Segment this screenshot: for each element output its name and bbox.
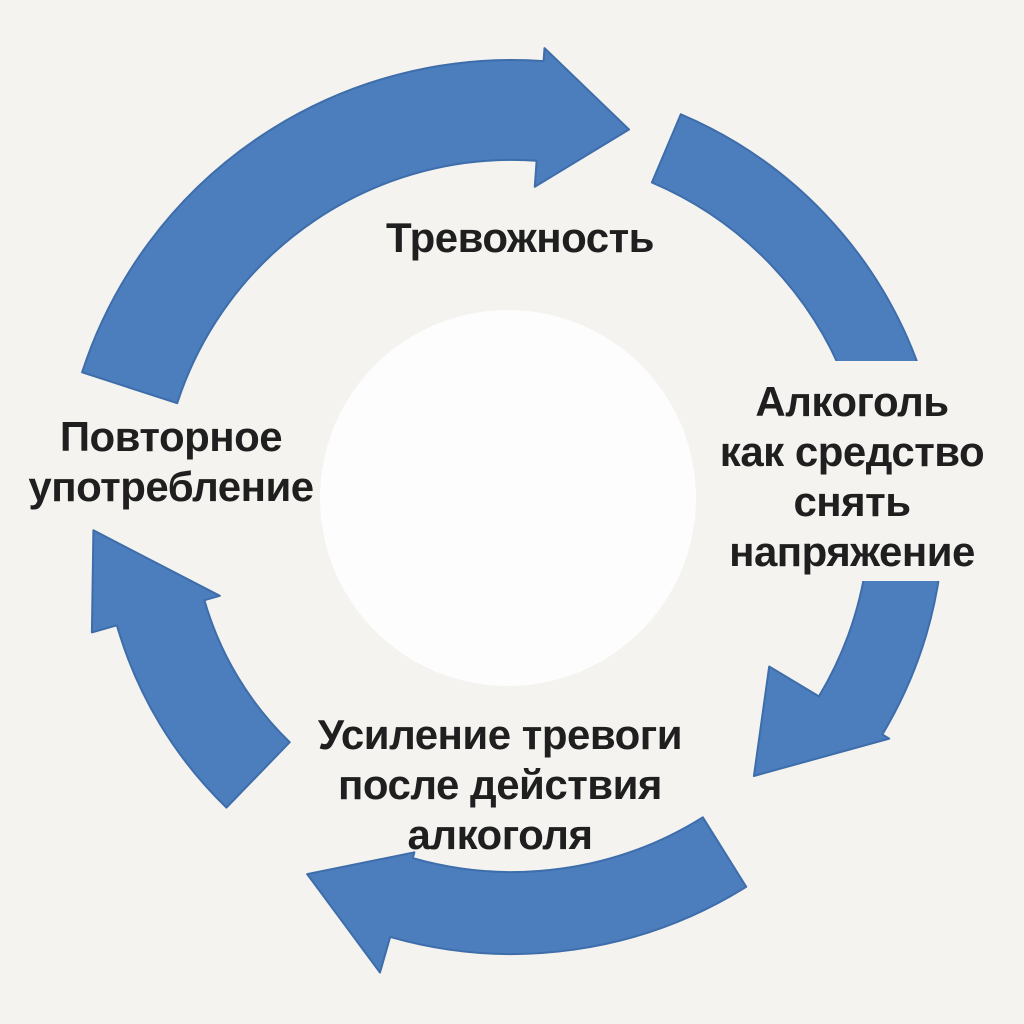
center-circle (320, 310, 696, 686)
step-label-alcohol-as-relief: Алкоголь как средство снять напряжение (719, 378, 985, 575)
cycle-arrow-top (81, 47, 630, 405)
right-label-background-patch (698, 361, 1024, 581)
cycle-arrow-right (650, 113, 945, 777)
cycle-arrow-bottom (306, 816, 748, 974)
step-label-repeated-use: Повторное употребление (28, 413, 314, 510)
step-label-increased-anxiety: Усиление тревоги после действия алкоголя (317, 711, 683, 858)
step-label-anxiety: Тревожность (386, 214, 654, 261)
cycle-arrow-left (90, 529, 291, 809)
